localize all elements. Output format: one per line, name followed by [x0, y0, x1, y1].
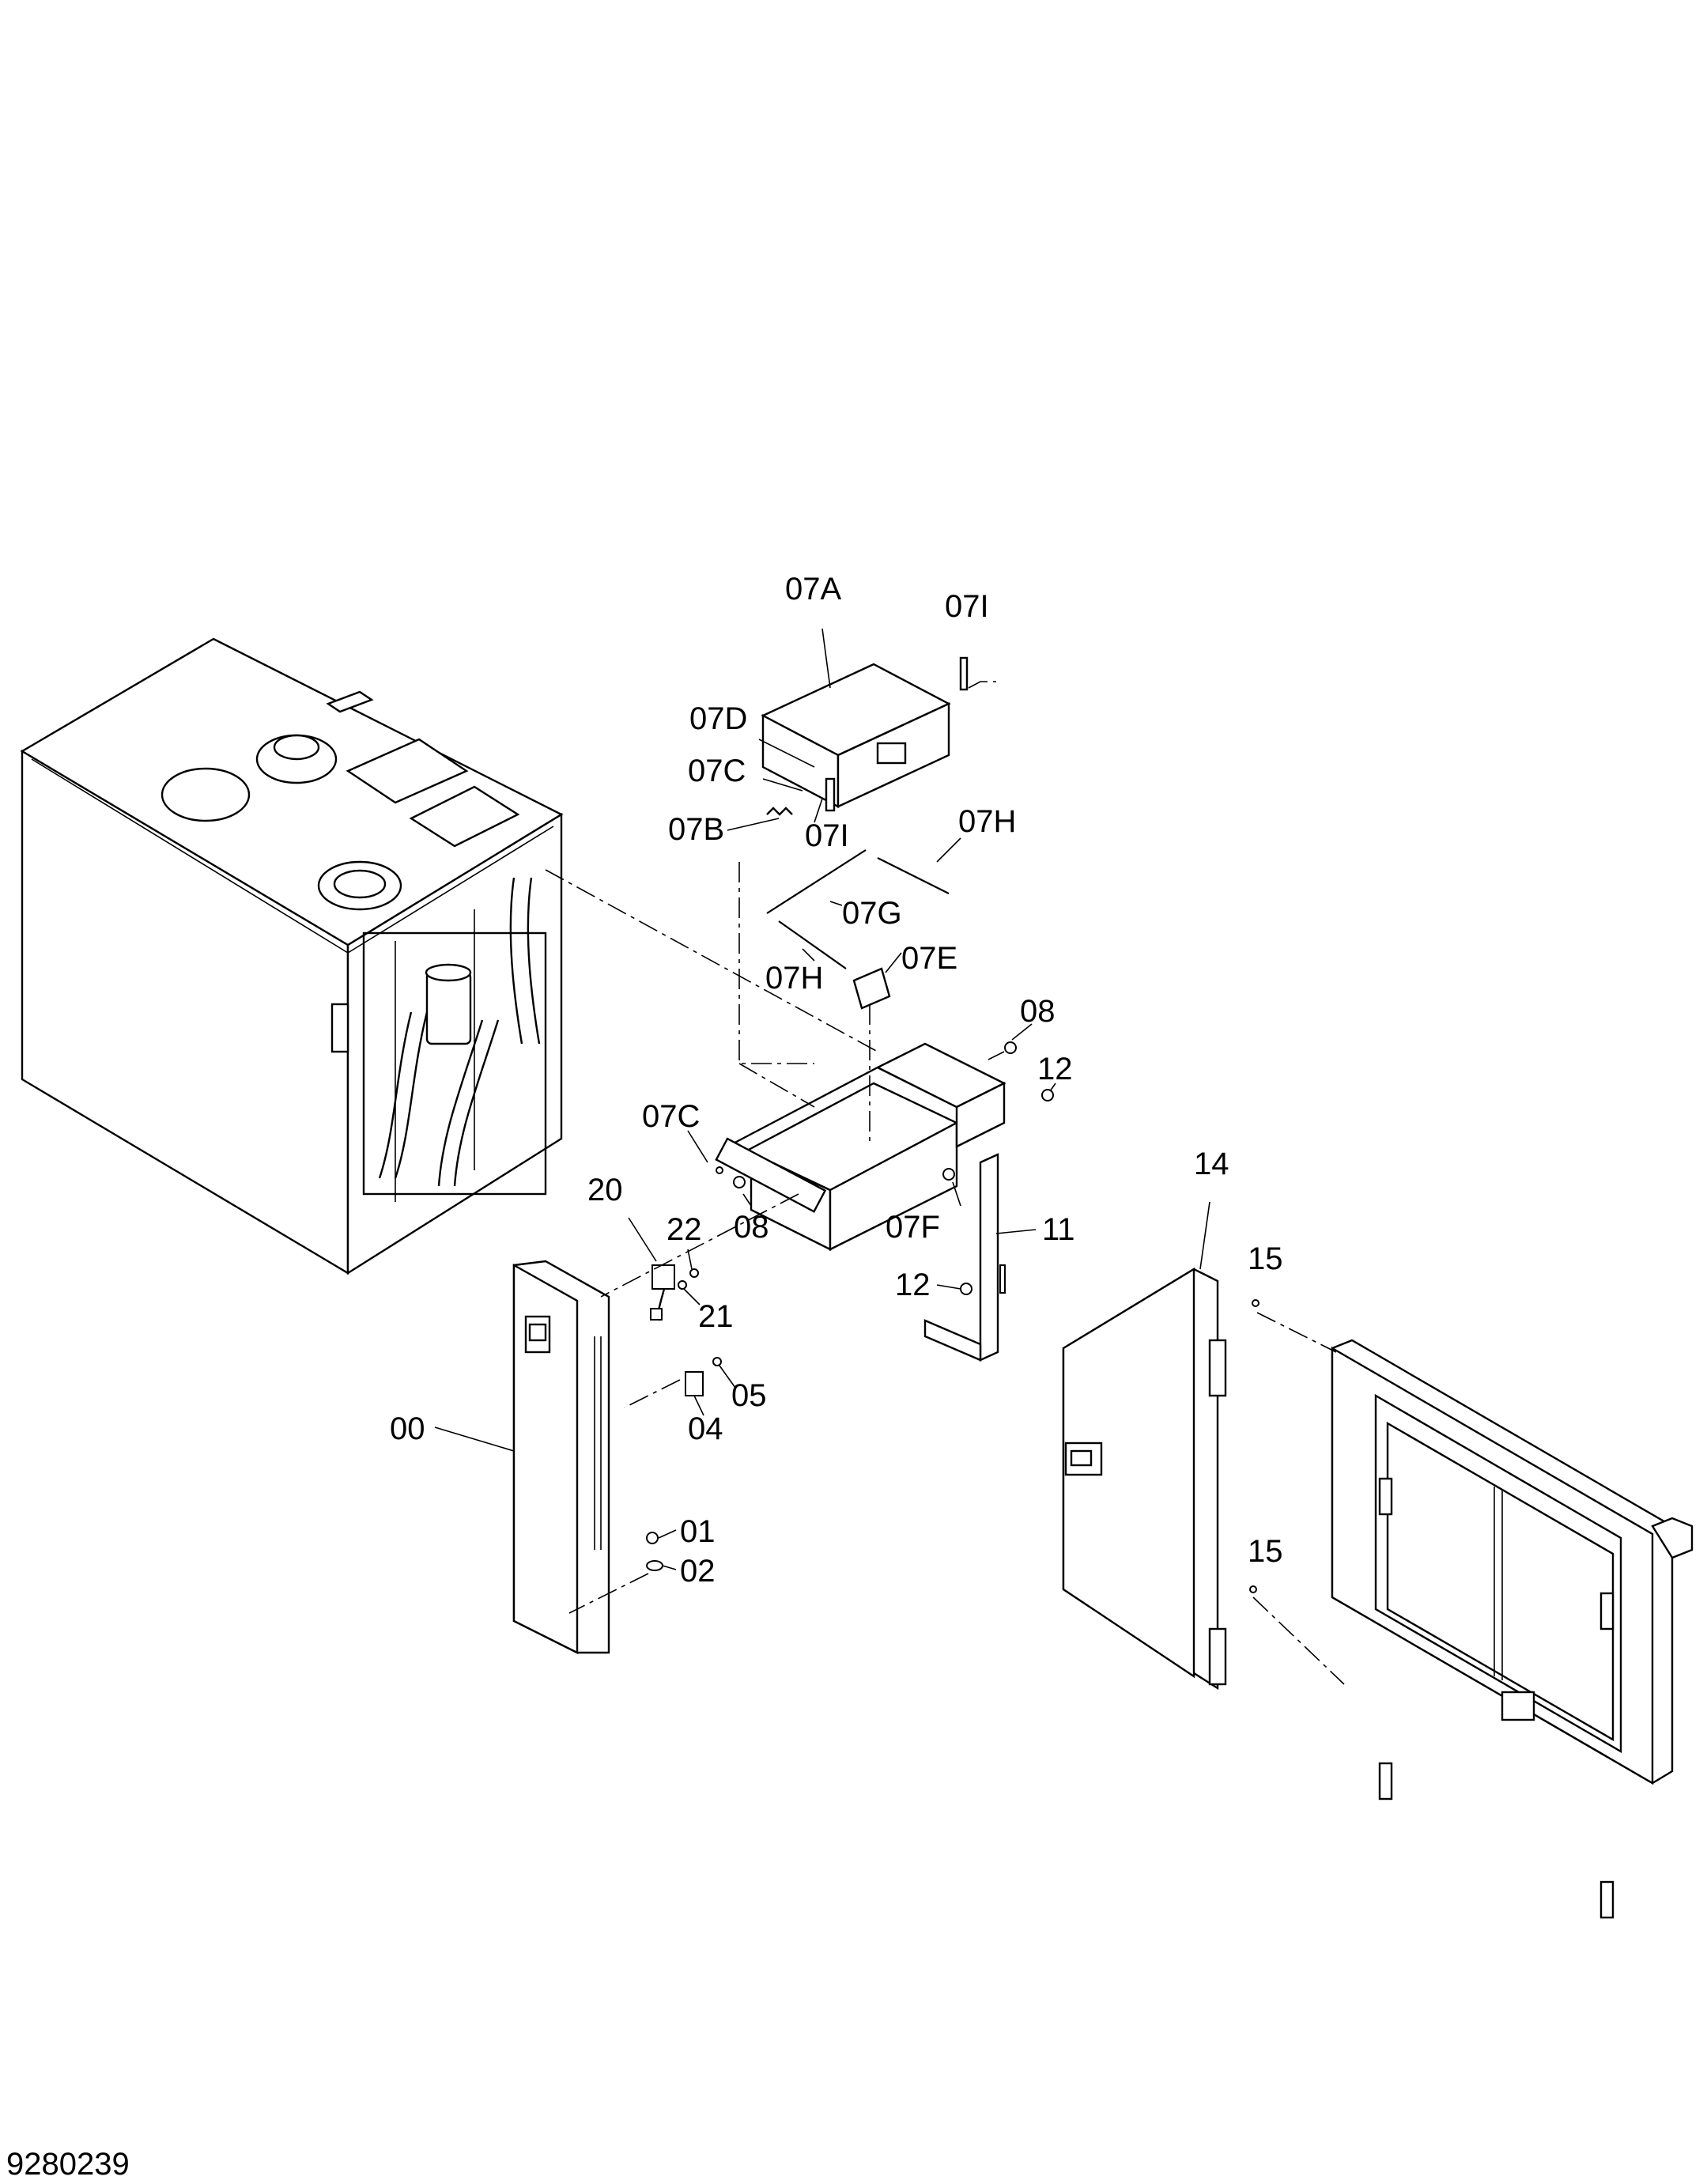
callout-15-top: 15 — [1248, 1241, 1283, 1276]
callout-14: 14 — [1194, 1147, 1229, 1181]
callout-07H-left: 07H — [765, 961, 823, 996]
cover-07A — [761, 656, 969, 812]
callout-12-top: 12 — [1037, 1052, 1073, 1086]
door-00 — [512, 1260, 610, 1654]
callout-02: 02 — [680, 1554, 716, 1589]
callout-07C-mid: 07C — [642, 1099, 700, 1134]
callout-11: 11 — [1042, 1212, 1075, 1247]
callout-15-bottom: 15 — [1248, 1534, 1283, 1569]
callout-07G: 07G — [842, 896, 902, 931]
callout-07F: 07F — [886, 1210, 940, 1245]
tool-box — [715, 1042, 1006, 1251]
leader-lines — [434, 628, 1210, 1570]
bracket-11 — [923, 1153, 1006, 1362]
strips-07G-07H — [766, 807, 950, 1010]
callout-labels: 07A 07I 07D 07C 07B 07I 07H 07G 07H 07E … — [390, 572, 1283, 1589]
callout-20: 20 — [587, 1173, 623, 1207]
callout-05: 05 — [731, 1378, 767, 1413]
callout-07E: 07E — [901, 941, 957, 976]
callout-07B: 07B — [668, 812, 724, 847]
hydraulic-tank — [20, 637, 564, 1275]
assembly-lines — [545, 681, 1345, 1685]
callout-07A: 07A — [785, 572, 841, 606]
callout-00: 00 — [390, 1411, 425, 1446]
callout-04: 04 — [688, 1411, 723, 1446]
callout-08-top: 08 — [1020, 994, 1056, 1029]
callout-22: 22 — [667, 1212, 702, 1247]
door-14 — [1062, 1267, 1259, 1691]
hardware-small — [646, 1041, 1054, 1571]
callout-08-mid: 08 — [734, 1210, 769, 1245]
callout-07C-top: 07C — [688, 754, 746, 788]
callout-12-mid: 12 — [895, 1268, 931, 1302]
drawing-number: 9280239 — [6, 2147, 130, 2182]
callout-07I-mid: 07I — [805, 818, 849, 853]
callout-21: 21 — [698, 1299, 734, 1334]
cab-frame — [1331, 1339, 1694, 1919]
callout-01: 01 — [680, 1514, 716, 1549]
callout-07D: 07D — [689, 701, 747, 736]
callout-07I-top: 07I — [945, 589, 989, 624]
callout-07H-right: 07H — [958, 804, 1016, 839]
